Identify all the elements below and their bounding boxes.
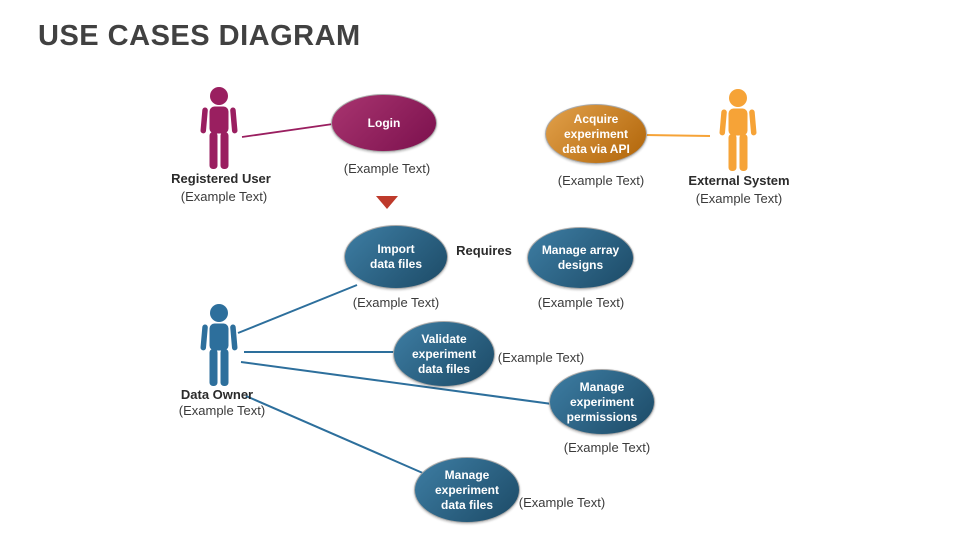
use-case-manage-array-designs: Manage array designs bbox=[527, 227, 634, 289]
association-data-owner-manage-data-files bbox=[245, 395, 426, 475]
acquire-subtext: (Example Text) bbox=[557, 173, 645, 188]
validate-subtext: (Example Text) bbox=[497, 350, 585, 365]
registered-user-subtext: (Example Text) bbox=[180, 189, 268, 204]
page-title: USE CASES DIAGRAM bbox=[38, 20, 361, 52]
use-case-validate-label: Validate experiment data files bbox=[411, 331, 477, 376]
registered-user-actor-icon bbox=[200, 87, 238, 169]
use-case-login: Login bbox=[331, 94, 437, 152]
login-subtext: (Example Text) bbox=[343, 161, 431, 176]
data-owner-subtext: (Example Text) bbox=[178, 403, 266, 418]
use-case-manage-data-files-label: Manage experiment data files bbox=[434, 467, 500, 512]
manage-permissions-subtext: (Example Text) bbox=[563, 440, 651, 455]
dependency-arrow-icon bbox=[376, 196, 398, 209]
external-system-actor-icon bbox=[719, 89, 757, 171]
use-case-manage-experiment-permissions: Manage experiment permissions bbox=[549, 369, 655, 435]
manage-data-files-subtext: (Example Text) bbox=[518, 495, 606, 510]
use-case-manage-array-label: Manage array designs bbox=[541, 243, 620, 272]
data-owner-name: Data Owner bbox=[180, 387, 254, 402]
association-data-owner-manage-permissions bbox=[240, 361, 553, 405]
association-acquire-external-system bbox=[644, 134, 711, 137]
use-case-import-data-files: Import data files bbox=[344, 225, 448, 289]
external-system-subtext: (Example Text) bbox=[695, 191, 783, 206]
requires-annotation: Requires bbox=[456, 243, 512, 258]
use-case-acquire-experiment-data: Acquire experiment data via API bbox=[545, 104, 647, 164]
association-data-owner-import bbox=[237, 284, 358, 334]
use-case-login-label: Login bbox=[367, 115, 401, 130]
manage-array-subtext: (Example Text) bbox=[537, 295, 625, 310]
registered-user-name: Registered User bbox=[171, 171, 271, 186]
external-system-name: External System bbox=[688, 173, 790, 188]
use-case-manage-permissions-label: Manage experiment permissions bbox=[566, 379, 638, 424]
use-case-import-label: Import data files bbox=[369, 242, 423, 271]
association-registered-user-login bbox=[241, 123, 334, 138]
import-subtext: (Example Text) bbox=[352, 295, 440, 310]
data-owner-actor-icon bbox=[200, 304, 238, 386]
use-case-validate-experiment-data-files: Validate experiment data files bbox=[393, 321, 495, 387]
use-case-manage-experiment-data-files: Manage experiment data files bbox=[414, 457, 520, 523]
use-case-acquire-label: Acquire experiment data via API bbox=[562, 111, 630, 156]
